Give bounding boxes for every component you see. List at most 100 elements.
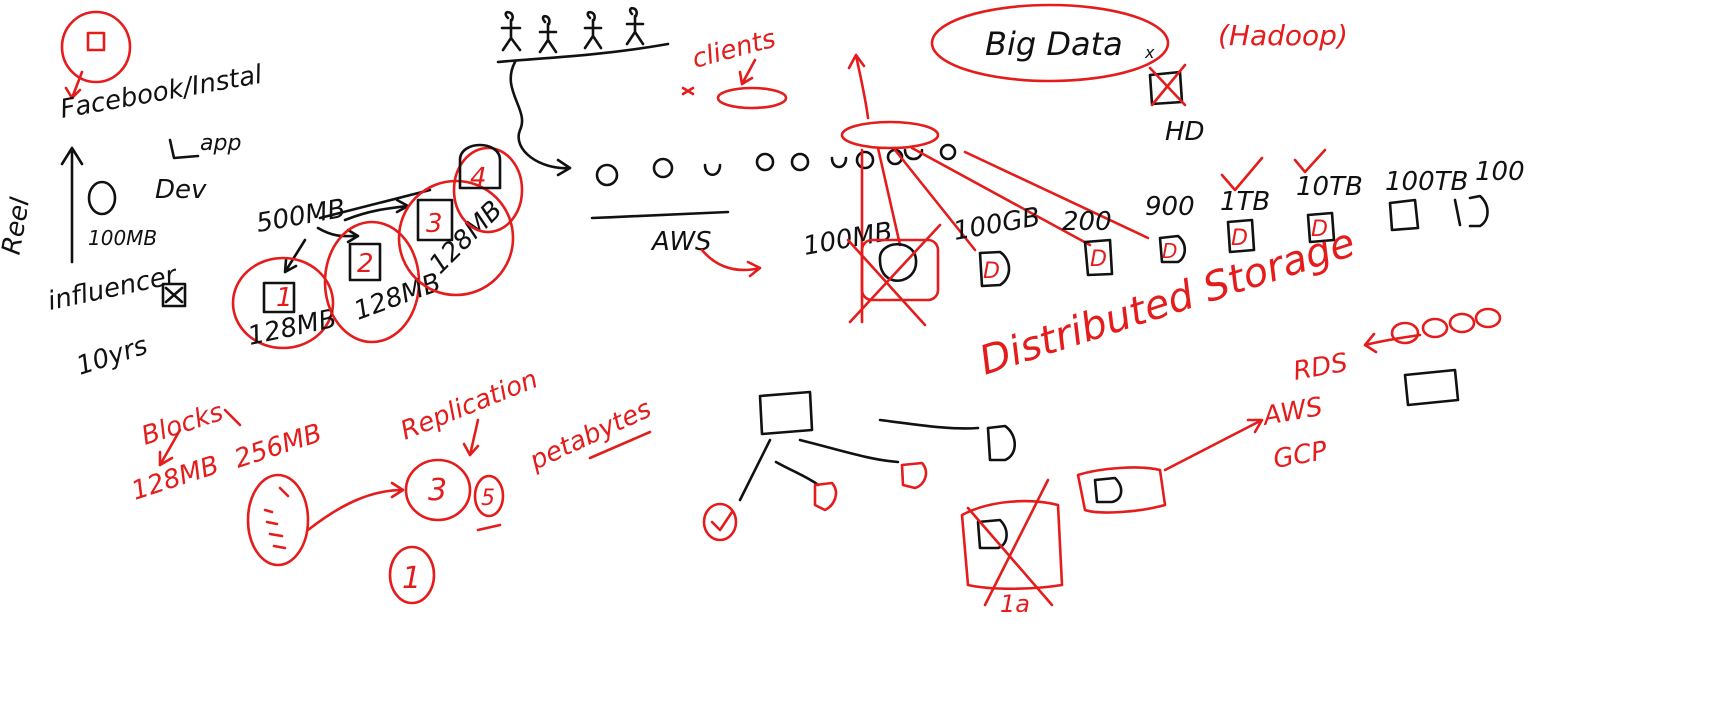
clients-label-arrow <box>738 58 757 86</box>
node-900-d: D <box>1162 239 1177 263</box>
file-icon-circle <box>246 473 310 567</box>
replication-1: 1 <box>402 561 421 596</box>
client-figures <box>500 6 645 54</box>
app-icon-box <box>86 31 106 52</box>
hd-cross <box>1148 63 1187 107</box>
hadoop-label: (Hadoop) <box>1218 19 1348 52</box>
aws-line <box>590 210 730 220</box>
replication-underline <box>476 523 502 532</box>
tree-edge-mid <box>774 460 820 487</box>
block-256-label: 256MB <box>231 418 326 474</box>
storage-circles <box>1390 307 1502 345</box>
block-128-label: 128MB <box>128 450 223 506</box>
block4-circle <box>452 146 524 234</box>
node-200-d: D <box>1090 247 1107 272</box>
tree-edge-top <box>878 418 980 430</box>
clients-x <box>681 86 695 96</box>
tree-leaf-left <box>702 502 738 542</box>
tree-leaf-right <box>900 461 928 490</box>
dev-label: Dev <box>155 175 207 205</box>
arrow-to-facebook <box>64 70 84 100</box>
node-900-box <box>1158 234 1187 264</box>
node-1tb-check <box>1220 156 1264 192</box>
size-100mb-label: 100MB <box>88 226 157 250</box>
tree-leaf-top <box>986 424 1017 462</box>
reel-axis <box>60 146 84 264</box>
up-arrow-big-data <box>847 53 870 120</box>
central-node-oval <box>840 120 940 150</box>
node-10tb-label: 10TB <box>1296 172 1363 202</box>
hd-x-mark: x <box>1144 43 1155 62</box>
block1-number: 1 <box>276 283 293 313</box>
node-connection-lines <box>860 146 1150 324</box>
clients-oval <box>716 86 788 110</box>
node-100-box <box>1453 194 1489 228</box>
replication-5: 5 <box>481 486 495 511</box>
node-100mb-inner <box>878 243 918 282</box>
node-100-label: 100 <box>1475 157 1525 187</box>
influencer-label: influencer <box>45 260 181 317</box>
node-100gb-d: D <box>983 259 1000 284</box>
replication-1-circle <box>388 545 436 605</box>
file-icon-lines <box>263 486 290 550</box>
block1-box <box>262 281 296 314</box>
app-icon-circle <box>60 10 132 84</box>
node-100tb-label: 100TB <box>1385 167 1468 197</box>
clients-baseline <box>496 42 670 64</box>
block4-box <box>458 143 502 190</box>
node-100gb-box <box>978 250 1011 288</box>
blocks-tick <box>223 408 242 427</box>
hd-label: HD <box>1165 117 1205 147</box>
block1-circle <box>231 256 335 350</box>
crossed-node-inner <box>976 518 1008 550</box>
node-1tb-box <box>1226 218 1256 254</box>
petabytes-underline <box>588 430 652 460</box>
tree-edge-right <box>798 438 900 464</box>
node-1tb-label: 1TB <box>1220 187 1270 217</box>
replication-arrow <box>462 418 480 457</box>
file-to-replica-arrow <box>306 481 405 532</box>
aws-label: AWS <box>650 227 712 257</box>
replica-node-inner <box>1093 476 1123 504</box>
node-10tb-d: D <box>1311 217 1328 242</box>
clients-to-nodes-arrow <box>509 60 572 177</box>
node-100mb-cross <box>846 223 942 327</box>
replica-node-box <box>1076 466 1167 514</box>
tree-edge-left <box>738 438 772 502</box>
arrow-block2 <box>316 226 360 244</box>
aws2-label: AWS <box>1259 392 1325 432</box>
split-line <box>318 188 432 220</box>
block4-number: 4 <box>470 163 487 193</box>
rds-label: RDS <box>1291 348 1350 387</box>
size-500mb-label: 500MB <box>254 194 348 239</box>
cloud-box <box>1403 368 1460 407</box>
facebook-label: Facebook/Instal <box>58 60 265 125</box>
app-label: app <box>200 131 241 156</box>
gcp-label: GCP <box>1271 436 1330 475</box>
tree-root-box <box>758 390 814 436</box>
la-label: 1a <box>1000 590 1030 618</box>
block3-box <box>416 198 454 242</box>
crossed-node-box <box>960 499 1064 591</box>
tree-leaf-left-check <box>710 510 734 532</box>
big-data-oval <box>930 3 1170 83</box>
block2-number: 2 <box>357 249 374 279</box>
app-arrow <box>168 138 200 160</box>
tree-leaf-mid <box>813 481 838 512</box>
node-100gb-label: 100GB <box>951 202 1043 247</box>
block3-number: 3 <box>426 209 443 239</box>
arrow-block1 <box>283 238 307 274</box>
node-200-label: 200 <box>1062 207 1112 237</box>
replica-to-cloud-arrow <box>1163 418 1264 472</box>
years-label: 10yrs <box>73 331 151 382</box>
node-100tb-box <box>1388 198 1420 232</box>
crossed-node-cross <box>966 478 1054 607</box>
big-data-label: Big Data <box>985 25 1123 63</box>
replication-3: 3 <box>428 473 447 508</box>
node-1tb-d: D <box>1231 226 1248 251</box>
node-10tb-box <box>1306 211 1336 244</box>
petabytes-label: petabytes <box>524 394 656 477</box>
checkbox-mark <box>164 286 184 304</box>
storage-arrow <box>1363 332 1422 354</box>
